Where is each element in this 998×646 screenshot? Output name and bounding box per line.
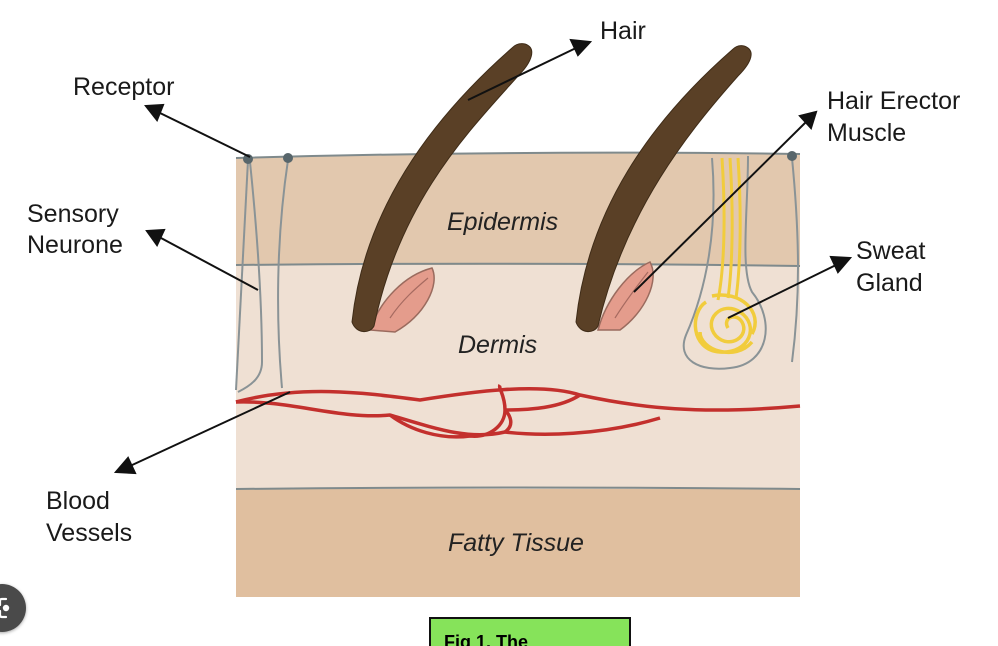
arrow-sensory-neurone-head bbox=[145, 228, 166, 247]
blood-vessels bbox=[235, 384, 801, 439]
dermis-layer bbox=[236, 265, 800, 489]
sensory-neurone-left bbox=[235, 159, 249, 391]
hair-erector-muscle-left-fiber bbox=[389, 277, 429, 319]
hair-erector-label-line1: Hair Erector bbox=[827, 87, 960, 115]
blood-vessel-branch-lower bbox=[235, 400, 661, 437]
hair-erector-muscles bbox=[368, 261, 654, 333]
hair-erector-muscle-right-fiber bbox=[614, 271, 649, 319]
receptor-dot-3 bbox=[787, 151, 797, 161]
sensory-neurone-inner bbox=[237, 161, 264, 393]
hair-erector-muscle-right bbox=[597, 261, 654, 331]
sweat-gland bbox=[682, 155, 767, 370]
lens-icon bbox=[0, 597, 10, 619]
sweat-gland-duct-outline bbox=[682, 155, 767, 370]
figure-caption-text: Fig 1. The bbox=[444, 632, 528, 646]
arrow-blood-vessels-head bbox=[113, 456, 137, 475]
arrow-receptor-head bbox=[144, 103, 165, 122]
sweat-gland-coil bbox=[693, 293, 757, 355]
hair-erector-label-line2: Muscle bbox=[827, 119, 906, 147]
figure-caption-background bbox=[429, 617, 631, 646]
receptor-dot-2 bbox=[283, 153, 293, 163]
blood-vessels-label-line1: Blood bbox=[46, 487, 110, 515]
sensory-neurone-middle bbox=[277, 159, 289, 389]
blood-vessel-branch-cross-1 bbox=[388, 384, 507, 439]
arrow-hair-head bbox=[569, 38, 593, 57]
dermis-fat-boundary bbox=[235, 486, 801, 490]
arrow-hair bbox=[467, 47, 577, 101]
arrow-hair-erector-head bbox=[798, 110, 818, 130]
dermis-label: Dermis bbox=[458, 331, 537, 359]
sensory-neurone-right bbox=[791, 157, 799, 363]
arrow-hair-erector bbox=[633, 121, 807, 293]
blood-vessels-label-line2: Vessels bbox=[46, 519, 132, 547]
hair-shaft-left bbox=[351, 43, 533, 332]
sweat-gland-duct bbox=[716, 157, 742, 301]
hair-label: Hair bbox=[600, 17, 646, 45]
fatty-tissue-label: Fatty Tissue bbox=[448, 529, 584, 557]
epidermis-label: Epidermis bbox=[447, 208, 558, 236]
receptor-label: Receptor bbox=[73, 73, 174, 101]
blood-vessel-main bbox=[235, 387, 801, 412]
blood-vessel-branch-cross-2 bbox=[504, 393, 581, 412]
arrow-sweat-gland bbox=[727, 264, 837, 319]
skin-surface-line bbox=[235, 151, 801, 159]
blood-vessel-branch-cross-3 bbox=[503, 408, 513, 434]
receptor-dot-1 bbox=[243, 154, 253, 164]
sweat-gland-label-line1: Sweat bbox=[856, 237, 926, 265]
arrow-receptor bbox=[159, 112, 251, 158]
callout-arrows bbox=[113, 38, 853, 475]
sensory-neurone-label-line1: Sensory bbox=[27, 200, 119, 228]
arrow-sensory-neurone bbox=[160, 237, 259, 291]
hair-shaft-right bbox=[575, 45, 752, 332]
figure-caption-box: Fig 1. The bbox=[429, 617, 631, 646]
hairs bbox=[351, 43, 752, 332]
arrow-sweat-gland-head bbox=[829, 255, 853, 274]
sensory-neurone-label-line2: Neurone bbox=[27, 231, 123, 259]
fatty-tissue-layer bbox=[236, 489, 800, 597]
hair-erector-muscle-left bbox=[368, 267, 435, 333]
sweat-gland-label-line2: Gland bbox=[856, 269, 923, 297]
sensory-neurones bbox=[235, 157, 799, 393]
receptors bbox=[243, 151, 797, 164]
arrow-blood-vessels bbox=[129, 391, 291, 467]
